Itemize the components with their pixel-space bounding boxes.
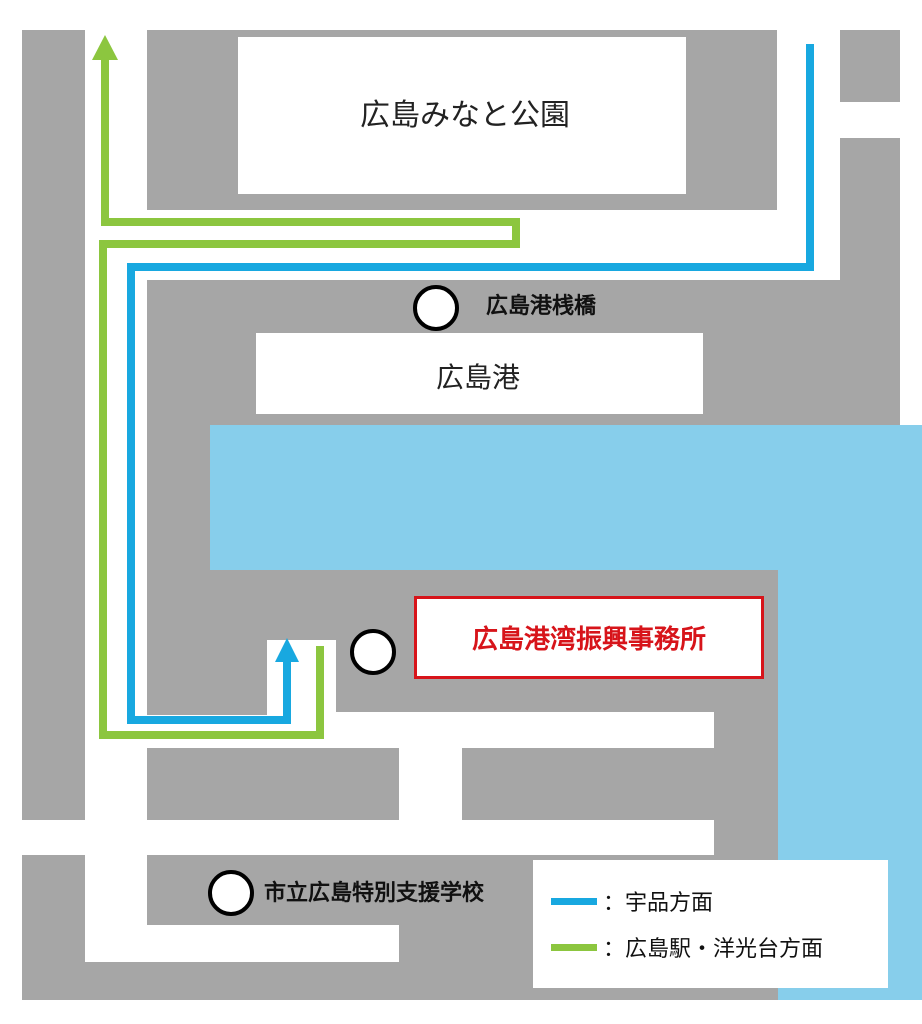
- legend-text: ：広島駅・洋光台方面: [603, 937, 824, 962]
- arrow-up-icon: [92, 35, 118, 60]
- office-box: 広島港湾振興事務所: [414, 596, 764, 679]
- school-label: 市立広島特別支援学校: [264, 881, 485, 906]
- block-office-left: [147, 640, 267, 715]
- legend: ：宇品方面 ：広島駅・洋光台方面: [533, 860, 888, 988]
- block-lower-1: [147, 748, 399, 820]
- legend-item-blue: ：宇品方面: [551, 886, 713, 916]
- stop-circle-icon: [413, 285, 459, 331]
- arrow-up-icon: [275, 638, 299, 662]
- green-route-line: [99, 60, 520, 739]
- port-building: [256, 333, 703, 414]
- office-label: 広島港湾振興事務所: [471, 625, 706, 655]
- block-lower-right: [714, 712, 778, 857]
- block-top-right: [840, 30, 900, 102]
- blue-route-line: [551, 897, 597, 905]
- park-area: [238, 37, 686, 194]
- stop-circle-icon: [208, 870, 254, 916]
- block-port-left: [147, 425, 210, 570]
- pier-label: 広島港桟橋: [486, 294, 597, 319]
- park-label: 広島みなと公園: [360, 98, 570, 133]
- block-left-upper: [22, 30, 85, 820]
- green-route-line: [551, 943, 597, 951]
- port-label: 広島港: [436, 361, 521, 394]
- stop-circle-icon: [350, 629, 396, 675]
- legend-text: ：宇品方面: [603, 891, 714, 916]
- legend-item-green: ：広島駅・洋光台方面: [551, 932, 823, 962]
- water-area: [210, 425, 922, 1000]
- block-lower-2: [462, 748, 714, 820]
- blue-route-line: [127, 44, 814, 724]
